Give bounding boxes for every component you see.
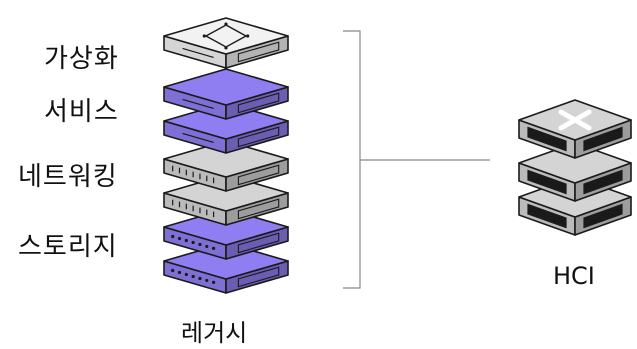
layer-label-services: 서비스 [44, 97, 119, 127]
hci-box-1 [518, 99, 632, 159]
services-box-1 [163, 68, 289, 120]
storage-box-1 [163, 208, 289, 260]
hci-server-stack [518, 99, 632, 236]
hci-caption: HCI [553, 262, 595, 290]
networking-box-1 [163, 140, 289, 192]
networking-box-2 [163, 174, 289, 226]
services-box-2 [163, 102, 289, 154]
x-mark-icon [558, 109, 592, 131]
storage-box-2 [163, 242, 289, 294]
layer-label-virtualization: 가상화 [44, 44, 119, 74]
legacy-caption: 레거시 [181, 319, 248, 347]
virtualization-box [163, 17, 289, 69]
legacy-server-stack [163, 17, 289, 294]
bracket [343, 30, 490, 289]
layer-label-storage: 스토리지 [18, 232, 118, 262]
layer-label-networking: 네트워킹 [18, 162, 118, 192]
hci-box-2 [518, 142, 632, 202]
